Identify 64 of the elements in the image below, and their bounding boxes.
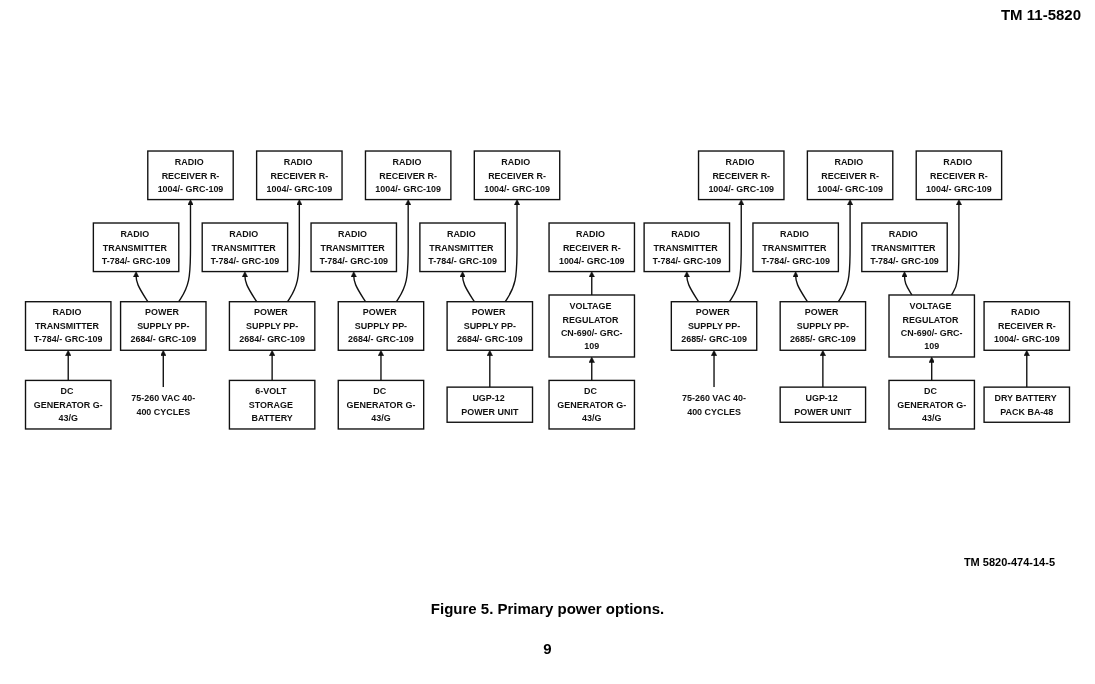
arrow	[950, 199, 962, 296]
node-box: RADIO RECEIVER R-1004/- GRC-109	[697, 150, 785, 201]
arrow	[837, 199, 854, 303]
arrow	[178, 199, 194, 303]
arrow	[459, 271, 476, 303]
node-box: RADIO RECEIVER R-1004/- GRC-109	[147, 150, 234, 201]
node-box: 6-VOLT STORAGE BATTERY	[228, 379, 316, 430]
arrow	[133, 271, 149, 303]
node-box: RADIO TRANSMITTER T-784/- GRC-109	[310, 222, 398, 273]
arrow	[711, 350, 718, 388]
arrow	[241, 271, 258, 303]
figure-code: TM 5820-474-14-5	[963, 556, 1055, 568]
node-box: DRY BATTERY PACK BA-48	[983, 386, 1071, 423]
node-box: RADIO TRANSMITTER T-784/- GRC-109	[24, 301, 112, 351]
node-box: UGP-12 POWER UNIT	[779, 386, 867, 423]
arrow	[792, 271, 809, 303]
node-box: DC GENERATOR G-43/G	[337, 379, 425, 430]
node-box: POWER SUPPLY PP-2684/- GRC-109	[119, 301, 207, 351]
node-box: RADIO RECEIVER R-1004/- GRC-109	[548, 222, 636, 273]
arrow	[377, 350, 384, 382]
node-box: POWER SUPPLY PP-2684/- GRC-109	[446, 301, 534, 351]
node-box: DC GENERATOR G-43/G	[888, 379, 976, 430]
arrow	[728, 199, 745, 303]
arrow	[504, 199, 521, 303]
node-box: RADIO TRANSMITTER T-784/- GRC-109	[92, 222, 180, 273]
node-box: RADIO RECEIVER R-1004/- GRC-109	[473, 150, 561, 201]
node-box: POWER SUPPLY PP-2685/- GRC-109	[779, 301, 867, 351]
node-text: 75-260 VAC 40-400 CYCLES	[131, 392, 196, 417]
arrow	[588, 356, 595, 382]
page-number: 9	[542, 640, 553, 657]
node-text: 75-260 VAC 40-400 CYCLES	[682, 392, 747, 417]
node-box: UGP-12 POWER UNIT	[446, 386, 534, 423]
node-box: RADIO TRANSMITTER T-784/- GRC-109	[201, 222, 289, 273]
node-box: VOLTAGE REGULATOR CN-690/- GRC-109	[548, 294, 636, 358]
node-box: RADIO RECEIVER R-1004/- GRC-109	[983, 301, 1071, 351]
node-box: VOLTAGE REGULATOR CN-690/- GRC-109	[888, 294, 976, 358]
arrow	[928, 356, 935, 382]
node-box: POWER SUPPLY PP-2684/- GRC-109	[228, 301, 316, 351]
node-box: RADIO RECEIVER R-1004/- GRC-109	[915, 150, 1003, 201]
arrow	[65, 350, 72, 382]
arrow	[588, 271, 595, 296]
node-box: RADIO TRANSMITTER T-784/- GRC-109	[643, 222, 731, 273]
node-box: RADIO RECEIVER R-1004/- GRC-109	[255, 150, 343, 201]
node-box: RADIO RECEIVER R-1004/- GRC-109	[806, 150, 894, 201]
node-box: DC GENERATOR G-43/G	[548, 379, 636, 430]
figure-caption: Figure 5. Primary power options.	[429, 600, 666, 617]
arrow	[1023, 350, 1030, 388]
arrow	[819, 350, 826, 388]
arrow	[901, 271, 913, 296]
arrow	[350, 271, 367, 303]
node-box: RADIO RECEIVER R-1004/- GRC-109	[364, 150, 452, 201]
arrow	[269, 350, 276, 382]
arrow	[683, 271, 700, 303]
arrow	[160, 350, 167, 388]
node-box: DC GENERATOR G-43/G	[24, 379, 112, 430]
arrow	[486, 350, 493, 388]
node-box: RADIO TRANSMITTER T-784/- GRC-109	[752, 222, 840, 273]
arrow	[286, 199, 303, 303]
node-box: RADIO TRANSMITTER T-784/- GRC-109	[861, 222, 948, 273]
node-box: RADIO TRANSMITTER T-784/- GRC-109	[419, 222, 506, 273]
document-number: TM 11-5820	[1000, 6, 1081, 23]
node-box: POWER SUPPLY PP-2684/- GRC-109	[337, 301, 425, 351]
arrow	[395, 199, 412, 303]
node-box: POWER SUPPLY PP-2685/- GRC-109	[670, 301, 758, 351]
